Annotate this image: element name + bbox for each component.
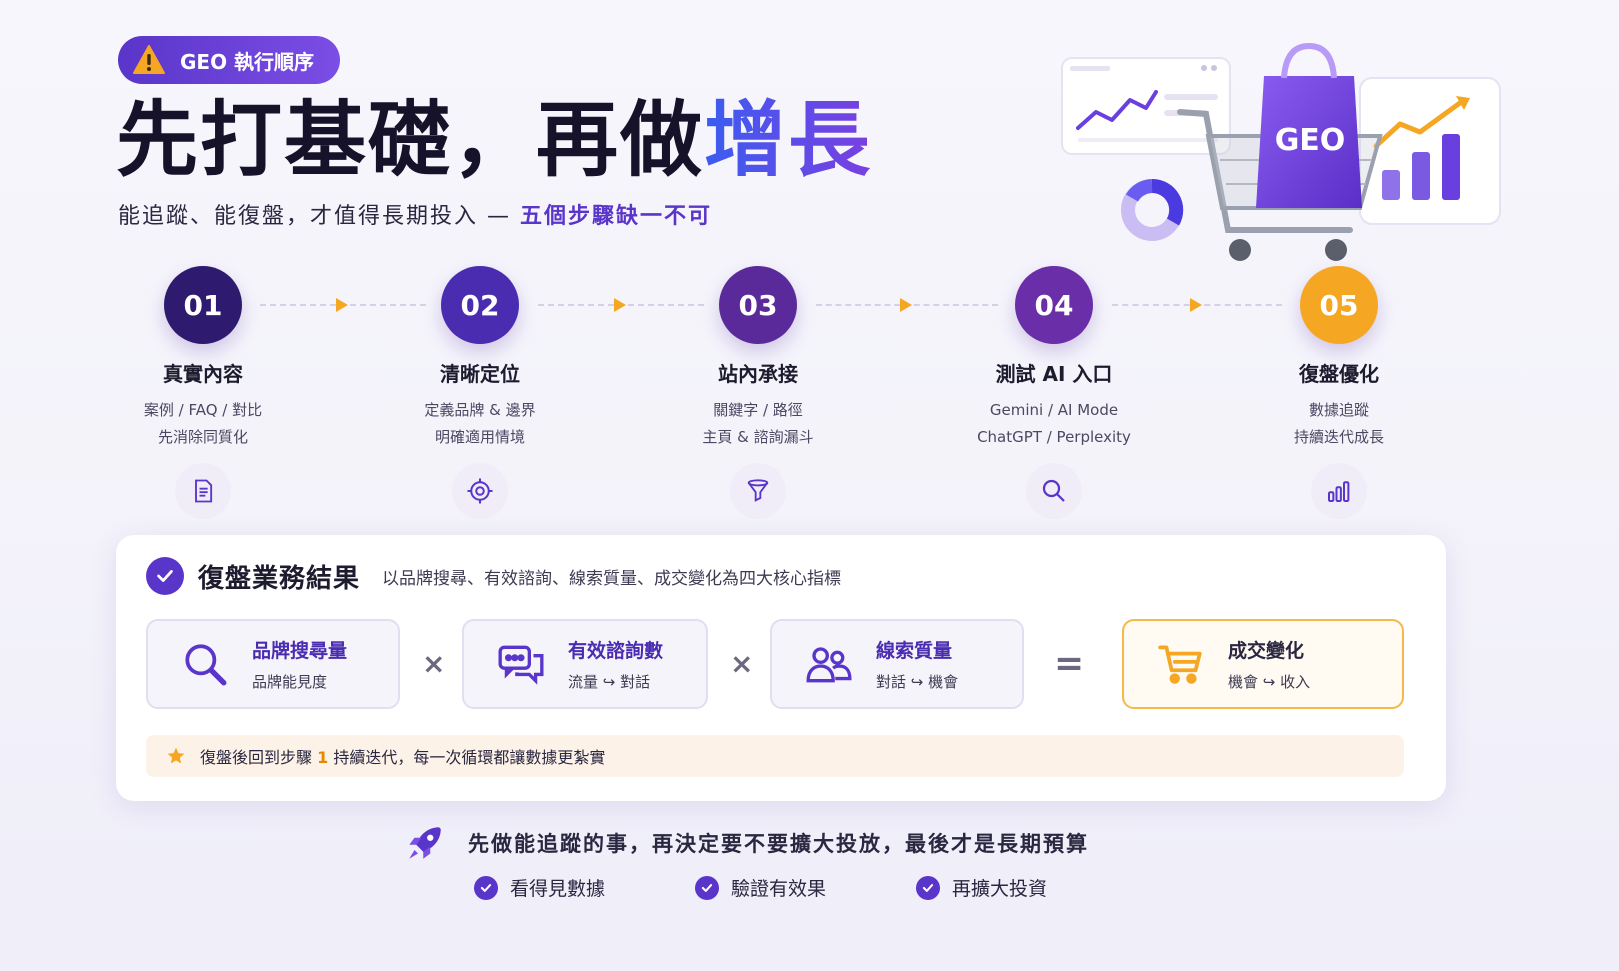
- users-icon: [806, 647, 852, 683]
- check-icon: [474, 875, 498, 900]
- bag-label: GEO: [1275, 123, 1346, 158]
- metric-deal-change: 成交變化機會 ↪ 收入: [1122, 619, 1404, 709]
- step-connector: [1112, 298, 1282, 312]
- check-icon: [146, 557, 184, 595]
- step-desc-line2: 主頁 & 諮詢漏斗: [702, 428, 814, 446]
- step-title: 復盤優化: [1299, 362, 1379, 386]
- footer-headline-row: 先做能追蹤的事，再決定要不要擴大投放，最後才是長期預算: [404, 822, 1089, 864]
- search-icon: [1026, 463, 1082, 519]
- step-number: 05: [1300, 266, 1378, 344]
- donut-chart-icon: [1121, 178, 1184, 241]
- step-connector: [260, 298, 426, 312]
- badge-label: GEO 執行順序: [180, 49, 315, 74]
- metric-brand-search: 品牌搜尋量品牌能見度: [146, 619, 400, 709]
- document-icon: [175, 463, 231, 519]
- note-before: 復盤後回到步驟: [200, 748, 313, 767]
- footer-check-item: 驗證有效果: [695, 874, 826, 901]
- star-icon: [167, 747, 185, 764]
- target-icon: [452, 463, 508, 519]
- check-icon: [916, 875, 941, 900]
- step-desc-line1: Gemini / AI Mode: [989, 401, 1119, 419]
- metric-title: 成交變化: [1228, 640, 1305, 662]
- results-panel: 復盤業務結果 以品牌搜尋、有效諮詢、線索質量、成交變化為四大核心指標 品牌搜尋量…: [116, 535, 1446, 801]
- bar-chart-card-icon: [1359, 77, 1501, 225]
- metric-sub: 對話 ↪ 機會: [876, 673, 959, 691]
- geo-bag-icon: GEO: [1256, 42, 1362, 208]
- footer-checklist: 看得見數據 驗證有效果 再擴大投資: [474, 874, 1047, 901]
- step-5: 05 復盤優化 數據追蹤持續迭代成長: [1229, 266, 1449, 519]
- footer-check-item: 再擴大投資: [916, 874, 1047, 901]
- subtitle-highlight: 五個步驟缺一不可: [520, 204, 713, 229]
- results-header: 復盤業務結果 以品牌搜尋、有效諮詢、線索質量、成交變化為四大核心指標: [146, 557, 841, 595]
- results-subtitle: 以品牌搜尋、有效諮詢、線索質量、成交變化為四大核心指標: [382, 568, 842, 589]
- step-desc-line1: 關鍵字 / 路徑: [713, 401, 803, 419]
- step-desc-line1: 案例 / FAQ / 對比: [143, 401, 263, 419]
- step-desc-line2: 先消除同質化: [157, 428, 248, 446]
- step-title: 測試 AI 入口: [995, 362, 1113, 386]
- metric-sub: 機會 ↪ 收入: [1228, 673, 1311, 691]
- metric-lead-quality: 線索質量對話 ↪ 機會: [770, 619, 1024, 709]
- steps-flow: 01 真實內容 案例 / FAQ / 對比先消除同質化 02 清晰定位 定義品牌…: [120, 266, 1420, 519]
- metric-valid-inquiries: 有效諮詢數流量 ↪ 對話: [462, 619, 708, 709]
- page-subtitle: 能追蹤、能復盤，才值得長期投入 — 五個步驟缺一不可: [118, 198, 712, 230]
- footer-check-label: 再擴大投資: [952, 878, 1048, 900]
- title-main: 先打基礎，再做: [116, 93, 705, 188]
- title-accent: 增長: [704, 93, 873, 188]
- step-1: 01 真實內容 案例 / FAQ / 對比先消除同質化: [93, 266, 313, 519]
- step-desc-line2: 持續迭代成長: [1293, 428, 1384, 446]
- search-icon: [185, 644, 227, 686]
- metric-title: 線索質量: [876, 640, 953, 662]
- note-after: 持續迭代，每一次循環都讓數據更紮實: [333, 748, 606, 767]
- step-title: 真實內容: [163, 362, 243, 386]
- step-desc-line1: 數據追蹤: [1308, 401, 1369, 419]
- rocket-icon: [409, 827, 441, 859]
- step-2: 02 清晰定位 定義品牌 & 邊界明確適用情境: [370, 266, 590, 519]
- sequence-badge: GEO 執行順序: [118, 36, 341, 84]
- step-title: 站內承接: [718, 362, 798, 386]
- step-desc-line2: 明確適用情境: [434, 428, 525, 446]
- metric-sub: 品牌能見度: [252, 673, 328, 691]
- step-connector: [538, 298, 704, 312]
- cart-icon: [1158, 645, 1202, 684]
- footer-check-label: 驗證有效果: [731, 878, 827, 900]
- times-operator: ×: [422, 647, 446, 680]
- subtitle-main: 能追蹤、能復盤，才值得長期投入 —: [118, 204, 520, 229]
- shopping-cart-illustration: GEO: [1061, 42, 1501, 261]
- warning-icon: [133, 45, 165, 74]
- equals-operator: =: [1054, 643, 1085, 684]
- check-icon: [695, 875, 720, 900]
- step-desc-line2: ChatGPT / Perplexity: [977, 428, 1131, 446]
- step-3: 03 站內承接 關鍵字 / 路徑主頁 & 諮詢漏斗: [648, 266, 868, 519]
- step-number: 02: [441, 266, 519, 344]
- bar-chart-icon: [1311, 463, 1367, 519]
- metric-title: 有效諮詢數: [568, 640, 664, 662]
- step-connector: [816, 298, 998, 312]
- page-title: 先打基礎，再做增長: [116, 93, 873, 188]
- iteration-note: 復盤後回到步驟 1 持續迭代，每一次循環都讓數據更紮實: [146, 735, 1404, 777]
- times-operator: ×: [730, 647, 754, 680]
- funnel-icon: [730, 463, 786, 519]
- metric-sub: 流量 ↪ 對話: [568, 673, 651, 691]
- line-chart-card-icon: [1061, 57, 1231, 155]
- footer-check-label: 看得見數據: [510, 878, 606, 900]
- footer-headline: 先做能追蹤的事，再決定要不要擴大投放，最後才是長期預算: [468, 832, 1089, 856]
- step-number: 03: [719, 266, 797, 344]
- chat-icon: [498, 645, 544, 685]
- step-number: 04: [1015, 266, 1093, 344]
- results-title: 復盤業務結果: [198, 563, 361, 594]
- footer-check-item: 看得見數據: [474, 874, 605, 901]
- note-step-number: 1: [317, 748, 329, 767]
- step-number: 01: [164, 266, 242, 344]
- step-title: 清晰定位: [440, 362, 520, 386]
- step-desc-line1: 定義品牌 & 邊界: [424, 401, 536, 419]
- metric-title: 品牌搜尋量: [252, 640, 348, 662]
